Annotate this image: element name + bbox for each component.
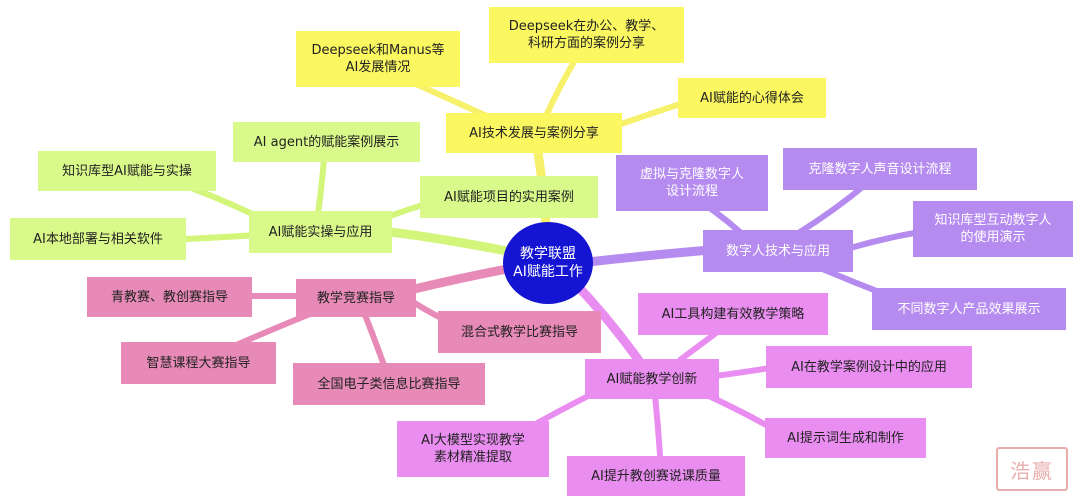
branch-contest[interactable]: 教学竞赛指导: [296, 279, 416, 317]
link-center-contest: [405, 263, 517, 295]
link-digital-voice: [797, 182, 868, 235]
node-ai-experience[interactable]: AI赋能的心得体会: [678, 78, 826, 118]
node-blended-contest[interactable]: 混合式教学比赛指导: [438, 311, 601, 353]
node-teaching-strategy[interactable]: AI工具构建有效教学策略: [638, 293, 828, 335]
node-virtual-clone[interactable]: 虚拟与克隆数字人 设计流程: [616, 155, 768, 211]
link-practice-agent: [315, 155, 327, 217]
node-electronic-contest[interactable]: 全国电子类信息比赛指导: [293, 363, 485, 405]
branch-digital[interactable]: 数字人技术与应用: [703, 230, 853, 272]
node-interactive-avatar[interactable]: 知识库型互动数字人 的使用演示: [913, 201, 1073, 257]
node-deepseek-manus[interactable]: Deepseek和Manus等 AI发展情况: [296, 31, 460, 87]
node-project-cases[interactable]: AI赋能项目的实用案例: [420, 176, 598, 218]
node-youth-contest[interactable]: 青教赛、教创赛指导: [87, 277, 252, 317]
link-center-digital: [583, 245, 715, 267]
node-ai-agent[interactable]: AI agent的赋能案例展示: [233, 122, 420, 162]
center-topic[interactable]: 教学联盟 AI赋能工作: [503, 222, 593, 304]
link-digital-kb: [847, 229, 923, 251]
link-innov-case: [712, 365, 773, 379]
branch-tech[interactable]: AI技术发展与案例分享: [446, 113, 622, 153]
link-tech-ds-cases: [542, 52, 581, 121]
branch-innovation[interactable]: AI赋能教学创新: [585, 359, 719, 399]
node-material-extraction[interactable]: AI大模型实现教学 素材精准提取: [397, 421, 549, 477]
branch-practice[interactable]: AI赋能实操与应用: [249, 211, 392, 253]
node-prompt-generation[interactable]: AI提示词生成和制作: [765, 418, 926, 458]
watermark-seal: 浩赢: [996, 447, 1068, 491]
node-voice-design[interactable]: 克隆数字人声音设计流程: [783, 148, 977, 190]
node-knowledge-base[interactable]: 知识库型AI赋能与实操: [38, 151, 216, 191]
node-smart-course[interactable]: 智慧课程大赛指导: [121, 342, 276, 384]
link-center-practice: [385, 227, 517, 257]
node-case-design[interactable]: AI在教学案例设计中的应用: [766, 346, 972, 388]
node-local-deploy[interactable]: AI本地部署与相关软件: [10, 218, 186, 260]
link-innov-lecture: [652, 392, 663, 458]
node-product-effects[interactable]: 不同数字人产品效果展示: [872, 288, 1066, 330]
node-lecture-quality[interactable]: AI提升教创赛说课质量: [567, 456, 745, 496]
link-contest-electronic: [362, 312, 388, 371]
node-deepseek-cases[interactable]: Deepseek在办公、教学、 科研方面的案例分享: [489, 7, 684, 63]
